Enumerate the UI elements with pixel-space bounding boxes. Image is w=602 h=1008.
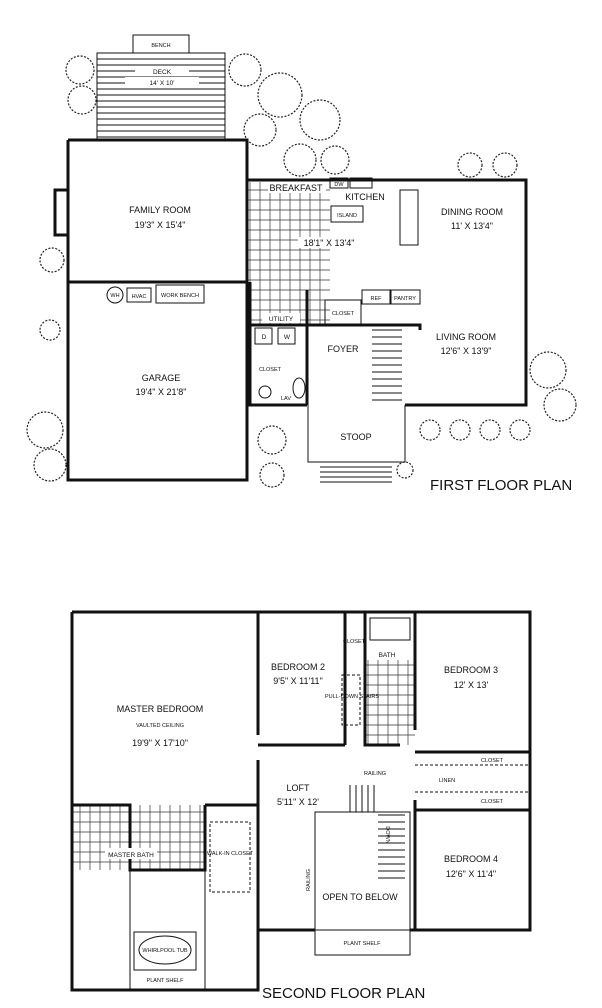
- cooktop: [399, 189, 419, 246]
- water-heater-label: WH: [110, 293, 119, 299]
- foyer-closet-label: CLOSET: [332, 311, 355, 317]
- second-floor-walls: [70, 610, 532, 992]
- dryer-label: D: [262, 334, 267, 341]
- bath-plant-shelf-label: PLANT SHELF: [147, 978, 185, 984]
- utility-label: UTILITY: [269, 316, 294, 323]
- bedroom4-label: BEDROOM 4: [444, 854, 498, 864]
- whirlpool-tub: [138, 935, 192, 965]
- loft-dims: 5'11" X 12': [277, 797, 319, 807]
- bench-label: BENCH: [151, 43, 170, 49]
- breakfast-label: BREAKFAST: [269, 183, 323, 193]
- landscaping-shrubs: [26, 53, 577, 488]
- linen-label: LINEN: [439, 778, 455, 784]
- deck: [96, 52, 226, 141]
- bath-label: BATH: [379, 652, 396, 659]
- open-to-below-label: OPEN TO BELOW: [322, 892, 398, 902]
- pull-down-stairs-label: PULL-DOWN STAIRS: [325, 694, 379, 700]
- master-bedroom-dims: 19'9" X 17'10": [132, 738, 188, 748]
- washer-label: W: [284, 334, 291, 341]
- down-label: DOWN: [384, 826, 390, 843]
- whirlpool-tub-label: WHIRLPOOL TUB: [142, 948, 188, 954]
- family-room-label: FAMILY ROOM: [129, 205, 191, 215]
- railing-side-label: RAILING: [306, 869, 312, 891]
- stoop-steps: [320, 461, 392, 483]
- deck-dims: 14' X 10': [150, 80, 175, 87]
- bedroom2-closet-label: CLOSET: [343, 639, 366, 645]
- family-room-dims: 19'3" X 15'4": [135, 220, 186, 230]
- dishwasher-label: DW: [334, 182, 344, 188]
- walk-in-closet: [209, 821, 251, 893]
- kitchen-label: KITCHEN: [345, 192, 385, 202]
- first-floor-title: FIRST FLOOR PLAN: [430, 477, 572, 494]
- bedroom3-dims: 12' X 13': [454, 680, 489, 690]
- work-bench-label: WORK BENCH: [161, 293, 199, 299]
- kitchen-tile-floor: [248, 182, 330, 325]
- staircase-down: [349, 785, 405, 879]
- island-label: ISLAND: [337, 213, 357, 219]
- bedroom2-label: BEDROOM 2: [271, 662, 325, 672]
- bedroom4-closet-label: CLOSET: [481, 799, 504, 805]
- second-floor-plan: MASTER BEDROOM VAULTED CEILING 19'9" X 1…: [70, 610, 532, 1002]
- living-room-dims: 12'6" X 13'9": [441, 346, 492, 356]
- bedroom4-dims: 12'6" X 11'4": [446, 869, 496, 879]
- foyer-label: FOYER: [327, 344, 359, 354]
- master-bedroom-label: MASTER BEDROOM: [117, 704, 204, 714]
- kitchen-island: [330, 205, 364, 223]
- deck-label: DECK: [153, 69, 172, 76]
- pull-down-stairs: [341, 674, 361, 726]
- dining-room-dims: 11' X 13'4": [451, 221, 493, 231]
- loft-label: LOFT: [286, 783, 310, 793]
- staircase: [372, 329, 402, 401]
- bedroom3-label: BEDROOM 3: [444, 665, 498, 675]
- master-bedroom-note: VAULTED CEILING: [136, 723, 184, 729]
- lav-closet-label: CLOSET: [259, 367, 282, 373]
- pantry-label: PANTRY: [394, 296, 416, 302]
- bedroom3-closet-label: CLOSET: [481, 758, 504, 764]
- loft-plant-shelf-label: PLANT SHELF: [344, 941, 382, 947]
- walk-in-closet-label: WALK-IN CLOSET: [207, 851, 254, 857]
- stoop-label: STOOP: [340, 432, 371, 442]
- lav-label: LAV: [281, 396, 291, 402]
- dining-room-label: DINING ROOM: [441, 207, 503, 217]
- first-floor-walls: [53, 138, 528, 482]
- ref-label: REF: [371, 296, 383, 302]
- master-bath-label: MASTER BATH: [108, 852, 154, 859]
- hvac-label: HVAC: [132, 294, 147, 300]
- second-floor-title: SECOND FLOOR PLAN: [262, 985, 425, 1002]
- kitchen-dims: 18'1" X 13'4": [304, 238, 355, 248]
- bedroom2-dims: 9'5" X 11'11": [273, 676, 323, 686]
- railing-top-label: RAILING: [364, 771, 386, 777]
- garage-label: GARAGE: [142, 373, 181, 383]
- first-floor-plan: BENCH DECK 14' X 10' DW ISLAND: [26, 34, 577, 494]
- garage-dims: 19'4" X 21'8": [136, 387, 187, 397]
- living-room-label: LIVING ROOM: [436, 332, 496, 342]
